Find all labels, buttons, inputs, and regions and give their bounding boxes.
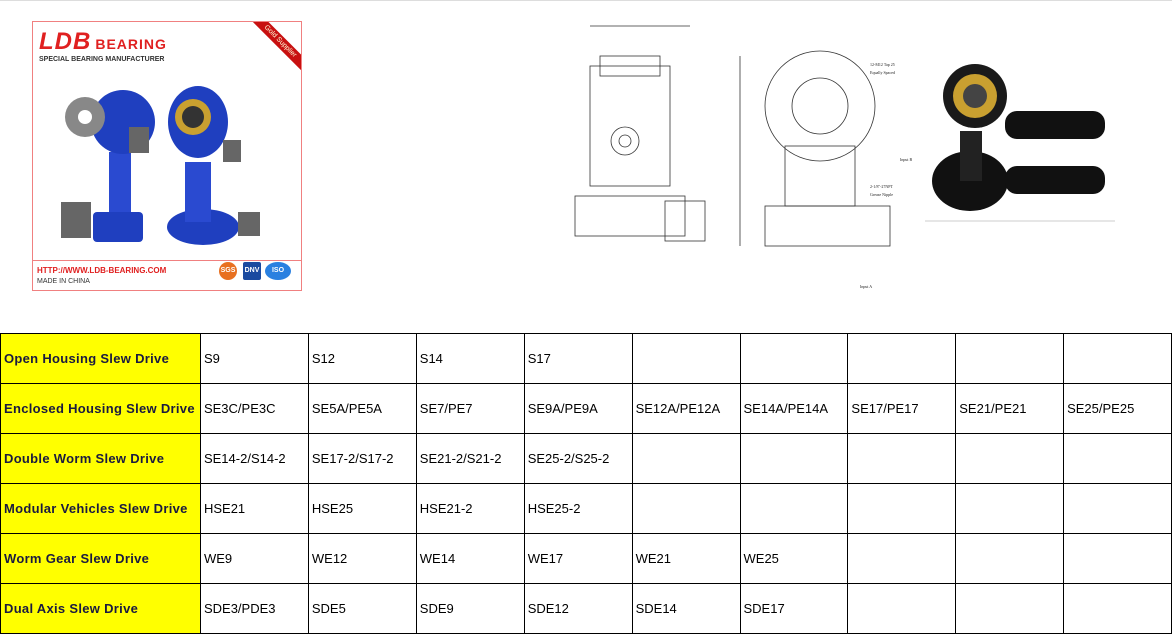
model-cell: HSE21 — [199, 483, 309, 534]
model-cell — [631, 483, 741, 534]
model-cell: SE21-2/S21-2 — [415, 433, 525, 484]
model-cell — [955, 533, 1065, 584]
model-cell: HSE21-2 — [415, 483, 525, 534]
model-cell — [1063, 483, 1172, 534]
model-cell — [847, 333, 957, 384]
divider — [33, 260, 301, 261]
iso-cert-icon: ISO — [265, 262, 291, 280]
model-cell: SE17-2/S17-2 — [307, 433, 417, 484]
model-cell — [1063, 433, 1172, 484]
model-cell: SDE9 — [415, 583, 525, 634]
model-cell: S12 — [307, 333, 417, 384]
model-cell: SDE3/PDE3 — [199, 583, 309, 634]
model-cell — [739, 433, 849, 484]
row-header: Enclosed Housing Slew Drive — [0, 383, 201, 434]
model-cell: WE25 — [739, 533, 849, 584]
brand-tagline: SPECIAL BEARING MANUFACTURER — [39, 56, 165, 63]
model-cell: SE14-2/S14-2 — [199, 433, 309, 484]
model-cell — [1063, 583, 1172, 634]
website-url: HTTP://WWW.LDB-BEARING.COM — [37, 266, 167, 275]
model-cell: SE14A/PE14A — [739, 383, 849, 434]
drawing-label: 2-1/8"-27NPT — [870, 184, 894, 189]
slew-drive-render — [61, 86, 260, 245]
model-cell: SDE12 — [523, 583, 633, 634]
technical-drawing: 12-M12 Tap 25 Equally Spaced Input B 2-1… — [574, 25, 912, 289]
made-in-label: MADE IN CHINA — [37, 278, 90, 285]
model-cell: S14 — [415, 333, 525, 384]
model-cell: SE25-2/S25-2 — [523, 433, 633, 484]
model-cell: SDE17 — [739, 583, 849, 634]
model-cell: SE7/PE7 — [415, 383, 525, 434]
model-cell: WE17 — [523, 533, 633, 584]
model-cell — [847, 533, 957, 584]
model-cell: SE12A/PE12A — [631, 383, 741, 434]
model-cell — [955, 333, 1065, 384]
model-cell: SE25/PE25 — [1063, 383, 1172, 434]
model-cell — [955, 433, 1065, 484]
model-cell: WE21 — [631, 533, 741, 584]
model-cell — [955, 483, 1065, 534]
model-cell — [955, 583, 1065, 634]
row-header: Worm Gear Slew Drive — [0, 533, 201, 584]
row-header: Open Housing Slew Drive — [0, 333, 201, 384]
drawing-label: Input B — [900, 157, 912, 162]
drawing-label: Input A — [860, 284, 872, 289]
model-cell — [847, 583, 957, 634]
model-cell — [1063, 333, 1172, 384]
model-cell — [847, 483, 957, 534]
row-header: Double Worm Slew Drive — [0, 433, 201, 484]
model-cell: S9 — [199, 333, 309, 384]
brand-name: LDB — [39, 28, 92, 55]
model-cell: WE12 — [307, 533, 417, 584]
model-cell — [631, 433, 741, 484]
slew-drive-photo — [925, 64, 1115, 222]
model-cell — [739, 333, 849, 384]
model-cell — [847, 433, 957, 484]
brand-suffix: BEARING — [95, 36, 167, 52]
model-cell — [739, 483, 849, 534]
model-cell: S17 — [523, 333, 633, 384]
row-header: Modular Vehicles Slew Drive — [0, 483, 201, 534]
model-cell: SDE14 — [631, 583, 741, 634]
model-cell: WE9 — [199, 533, 309, 584]
model-cell: SE17/PE17 — [847, 383, 957, 434]
model-cell: SE21/PE21 — [955, 383, 1065, 434]
model-cell: WE14 — [415, 533, 525, 584]
row-header: Dual Axis Slew Drive — [0, 583, 201, 634]
dnv-cert-icon: DNV — [243, 262, 261, 280]
drawing-label: Equally Spaced — [870, 70, 895, 75]
model-cell — [631, 333, 741, 384]
model-cell: SE3C/PE3C — [199, 383, 309, 434]
model-cell: SE9A/PE9A — [523, 383, 633, 434]
model-cell: HSE25-2 — [523, 483, 633, 534]
model-cell: SDE5 — [307, 583, 417, 634]
model-cell: HSE25 — [307, 483, 417, 534]
model-cell: SE5A/PE5A — [307, 383, 417, 434]
sgs-cert-icon: SGS — [219, 262, 237, 280]
drawing-label: 12-M12 Tap 25 — [870, 62, 895, 67]
model-cell — [1063, 533, 1172, 584]
drawing-label: Grease Nipple — [870, 192, 893, 197]
